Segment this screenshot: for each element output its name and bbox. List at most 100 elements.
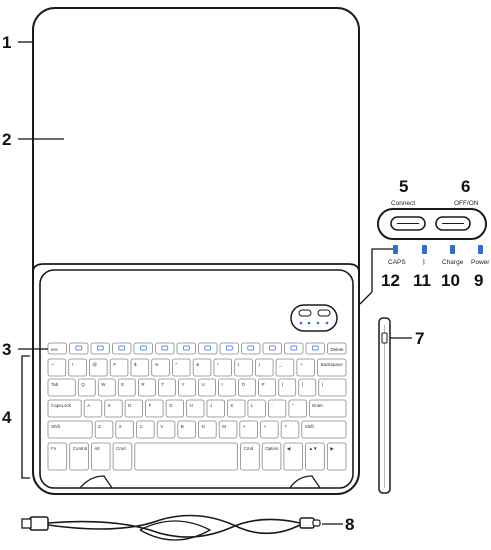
key-row3-11: [278, 378, 297, 397]
key-row5-11: [301, 420, 347, 439]
key-row2-6: [171, 358, 191, 377]
key-row3-7: [198, 378, 216, 397]
callout-9: 9: [474, 271, 483, 290]
key-row6-6: [261, 442, 282, 471]
key-label-row3-10: P: [262, 382, 265, 387]
key-row4-11: [288, 399, 307, 418]
fn-key-icon: [139, 345, 147, 351]
fn-key-icon: [96, 345, 104, 351]
key-label-row5-6: N: [202, 424, 205, 429]
callout-11: 11: [413, 271, 431, 290]
key-label-row2-11: _: [278, 362, 282, 367]
fn-key-icon: [268, 345, 276, 351]
key-label-row4-2: S: [108, 403, 111, 408]
pod-switch-right: [317, 309, 331, 317]
key-row4-3: [124, 399, 143, 418]
callout-6: 6: [461, 177, 470, 196]
key-row4-10: [267, 399, 287, 418]
key-label-row6-1: Control: [73, 446, 88, 451]
pod-led-2: [307, 321, 311, 325]
key-label-row6-0: Fn: [51, 446, 57, 451]
key-row1-5: [155, 342, 175, 355]
callout-3: 3: [2, 340, 11, 359]
foot-left: [79, 475, 113, 489]
key-row4-0: [47, 399, 82, 418]
key-label-row6-8: ▲▼: [309, 446, 318, 451]
key-row4-4: [145, 399, 164, 418]
key-row3-1: [77, 378, 96, 397]
key-label-row1-13: Delete: [331, 347, 345, 352]
callout-10: 10: [441, 271, 460, 290]
key-label-row3-4: R: [141, 382, 145, 387]
key-row4-12: [308, 399, 347, 418]
key-label-row2-5: %: [155, 362, 159, 367]
key-label-row3-2: W: [101, 382, 106, 387]
side-port: [381, 332, 388, 344]
key-label-row6-6: Option: [265, 446, 279, 451]
key-label-row3-9: O: [242, 382, 246, 387]
key-row1-7: [198, 342, 218, 355]
key-label-row2-7: &: [196, 362, 199, 367]
pod-led-3: [316, 321, 320, 325]
usb-a-plug: [29, 516, 49, 531]
key-row4-6: [186, 399, 205, 418]
usb-a-metal: [21, 518, 32, 529]
key-row1-6: [176, 342, 196, 355]
cable-wire-a: [47, 518, 301, 538]
key-label-row5-8: <: [243, 424, 246, 429]
key-label-row2-1: !: [72, 362, 73, 367]
key-row5-1: [94, 420, 114, 439]
key-row6-9: [326, 442, 347, 471]
key-row6-2: [91, 442, 111, 471]
key-label-row4-7: J: [210, 403, 212, 408]
key-label-row2-10: ): [258, 362, 260, 367]
key-row6-0: [47, 442, 68, 471]
key-row5-5: [177, 420, 196, 439]
key-label-row2-6: ^: [175, 362, 178, 367]
key-row1-9: [241, 342, 261, 355]
key-label-row4-11: ": [292, 403, 294, 408]
pod-led-1: [299, 321, 303, 325]
fn-key-icon: [204, 345, 212, 351]
key-row2-1: [68, 358, 87, 377]
key-row1-3: [112, 342, 132, 355]
key-row3-4: [137, 378, 156, 397]
key-row4-5: [165, 399, 185, 418]
fn-key-icon: [290, 345, 298, 351]
power-label: Power: [471, 259, 490, 266]
key-row2-8: [213, 358, 232, 377]
bluetooth-label: ᛒ: [422, 258, 426, 266]
key-label-row6-9: ▶: [330, 446, 334, 451]
key-label-row4-0: CapsLock: [51, 403, 72, 408]
key-label-row4-4: F: [149, 403, 152, 408]
off-on-label: OFF/ON: [454, 200, 479, 207]
key-label-row6-5: Cmd: [244, 446, 254, 451]
charge-label: Charge: [442, 259, 464, 266]
key-row4-1: [83, 399, 103, 418]
key-row6-1: [69, 442, 89, 471]
key-label-row5-9: >: [264, 424, 267, 429]
cable-wire-b: [47, 514, 301, 535]
keyboard-tray: [32, 263, 360, 285]
key-label-row6-7: ◀: [287, 446, 291, 451]
key-row5-4: [156, 420, 176, 439]
key-row2-10: [254, 358, 274, 377]
key-row4-7: [206, 399, 225, 418]
key-row4-8: [227, 399, 246, 418]
key-label-row5-4: V: [160, 424, 163, 429]
key-label-row2-0: ~: [51, 362, 54, 367]
key-row3-2: [97, 378, 116, 397]
key-row4-2: [104, 399, 123, 418]
fn-key-icon: [247, 345, 255, 351]
cable-loop: [139, 520, 212, 541]
caps-led: [393, 245, 398, 254]
key-label-row2-4: $: [134, 362, 137, 367]
key-label-row5-3: C: [140, 424, 144, 429]
foot-right: [289, 475, 321, 489]
key-row6-7: [283, 442, 303, 471]
key-row2-3: [109, 358, 129, 377]
key-label-row4-5: G: [169, 403, 173, 408]
power-led: [478, 245, 483, 254]
callout-12: 12: [381, 271, 400, 290]
key-row2-5: [151, 358, 170, 377]
